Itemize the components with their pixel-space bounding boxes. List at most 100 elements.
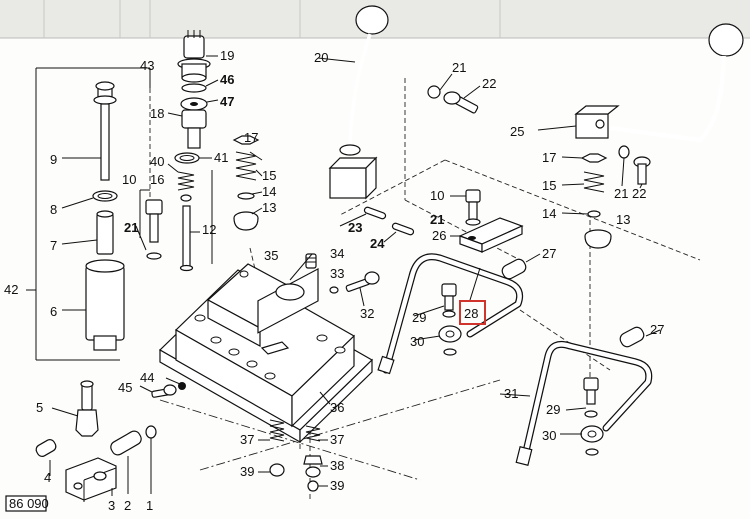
sender-19 bbox=[177, 30, 218, 83]
figure-code: 86 090 bbox=[9, 496, 49, 511]
spring-stack-right bbox=[561, 153, 612, 249]
spring-37-left bbox=[269, 419, 285, 477]
callout-26: 26 bbox=[432, 228, 446, 243]
callout-22-top: 22 bbox=[482, 76, 496, 91]
screw-45-44 bbox=[151, 382, 186, 398]
lever-5 bbox=[51, 380, 99, 437]
bolt-10-center bbox=[450, 189, 481, 226]
sleeve-27-lower bbox=[619, 326, 645, 348]
callout-45: 45 bbox=[118, 380, 132, 395]
callout-38: 38 bbox=[330, 458, 344, 473]
bolt-22-right bbox=[633, 156, 651, 189]
highlight-box-28 bbox=[459, 300, 486, 325]
callout-10-left: 10 bbox=[122, 172, 136, 187]
callout-10-center: 10 bbox=[430, 188, 444, 203]
callout-1: 1 bbox=[146, 498, 153, 513]
sleeve-27-upper bbox=[501, 258, 527, 280]
callout-31: 31 bbox=[504, 386, 518, 401]
callout-21-left: 21 bbox=[124, 220, 138, 235]
callout-20: 20 bbox=[314, 50, 328, 65]
callout-37-right: 37 bbox=[330, 432, 344, 447]
callout-12: 12 bbox=[202, 222, 216, 237]
callout-21-top: 21 bbox=[452, 60, 466, 75]
callout-19: 19 bbox=[220, 48, 234, 63]
callout-3: 3 bbox=[108, 498, 115, 513]
callout-47: 47 bbox=[220, 94, 234, 109]
callout-37-left: 37 bbox=[240, 432, 254, 447]
callout-22-right: 22 bbox=[632, 186, 646, 201]
callout-28: 28 bbox=[464, 306, 478, 321]
callout-44: 44 bbox=[140, 370, 154, 385]
plunger-18 bbox=[167, 109, 207, 149]
callout-30-lower: 30 bbox=[542, 428, 556, 443]
callout-41: 41 bbox=[214, 150, 228, 165]
callout-30-upper: 30 bbox=[410, 334, 424, 349]
spring-37-right bbox=[303, 425, 323, 492]
callout-35: 35 bbox=[264, 248, 278, 263]
callout-6: 6 bbox=[50, 304, 57, 319]
callout-16: 16 bbox=[150, 172, 164, 187]
callout-29-lower: 29 bbox=[546, 402, 560, 417]
callout-24: 24 bbox=[370, 236, 385, 251]
pipe-28 bbox=[377, 253, 524, 375]
housing-3 bbox=[65, 457, 117, 502]
ring-21-right bbox=[618, 145, 630, 187]
sleeve-7 bbox=[61, 210, 114, 255]
callout-14-left: 14 bbox=[262, 184, 276, 199]
callout-17-right: 17 bbox=[542, 150, 556, 165]
banjo-29-30-upper bbox=[438, 283, 462, 356]
callout-17-left: 17 bbox=[244, 130, 258, 145]
callout-2: 2 bbox=[124, 498, 131, 513]
callout-39-left: 39 bbox=[240, 464, 254, 479]
callout-27-lower: 27 bbox=[650, 322, 664, 337]
callout-25: 25 bbox=[510, 124, 524, 139]
shift-lever-20 bbox=[317, 5, 389, 200]
figure-code-box: 86 090 bbox=[5, 495, 49, 512]
callout-39-right: 39 bbox=[330, 478, 344, 493]
bracket-42 bbox=[26, 67, 150, 361]
spring-16 bbox=[167, 163, 195, 202]
callout-42: 42 bbox=[4, 282, 18, 297]
callout-13-right: 13 bbox=[616, 212, 630, 227]
callout-15-left: 15 bbox=[262, 168, 276, 183]
callout-36: 36 bbox=[330, 400, 344, 415]
bolt-10-left bbox=[145, 199, 163, 260]
pins-23-24 bbox=[363, 206, 415, 236]
callout-34: 34 bbox=[330, 246, 344, 261]
banjo-29-30-lower bbox=[580, 377, 604, 456]
lever-25 bbox=[537, 23, 744, 143]
callout-labels: 1 2 3 4 5 6 7 8 9 10 10 12 13 13 14 14 1… bbox=[4, 48, 664, 513]
callout-8: 8 bbox=[50, 202, 57, 217]
pipe-31 bbox=[515, 340, 653, 466]
rod-12 bbox=[179, 205, 200, 272]
callout-32: 32 bbox=[360, 306, 374, 321]
sleeve-2 bbox=[110, 430, 142, 494]
bracket-26 bbox=[450, 217, 524, 253]
callout-23: 23 bbox=[348, 220, 362, 235]
callout-21-right: 21 bbox=[614, 186, 628, 201]
bracket-43 bbox=[149, 68, 213, 264]
callout-29-upper: 29 bbox=[412, 310, 426, 325]
callout-5: 5 bbox=[36, 400, 43, 415]
callout-33: 33 bbox=[330, 266, 344, 281]
callout-43: 43 bbox=[140, 58, 154, 73]
callout-21-center: 21 bbox=[430, 212, 444, 227]
callout-9: 9 bbox=[50, 152, 57, 167]
leader-lines bbox=[135, 151, 661, 487]
oring-46-47 bbox=[180, 79, 219, 111]
callout-27-upper: 27 bbox=[542, 246, 556, 261]
ring-1 bbox=[145, 425, 157, 494]
valve-body-36 bbox=[159, 263, 373, 444]
pin-4 bbox=[35, 439, 57, 476]
ring-21-top bbox=[427, 73, 453, 99]
ring-41 bbox=[174, 152, 212, 164]
bolt-22-top bbox=[443, 85, 481, 114]
plug-34 bbox=[305, 253, 317, 269]
screw-33-32 bbox=[329, 271, 380, 307]
callout-14-right: 14 bbox=[542, 206, 556, 221]
ring-8 bbox=[61, 190, 118, 209]
callout-18: 18 bbox=[150, 106, 164, 121]
callout-4: 4 bbox=[44, 470, 51, 485]
